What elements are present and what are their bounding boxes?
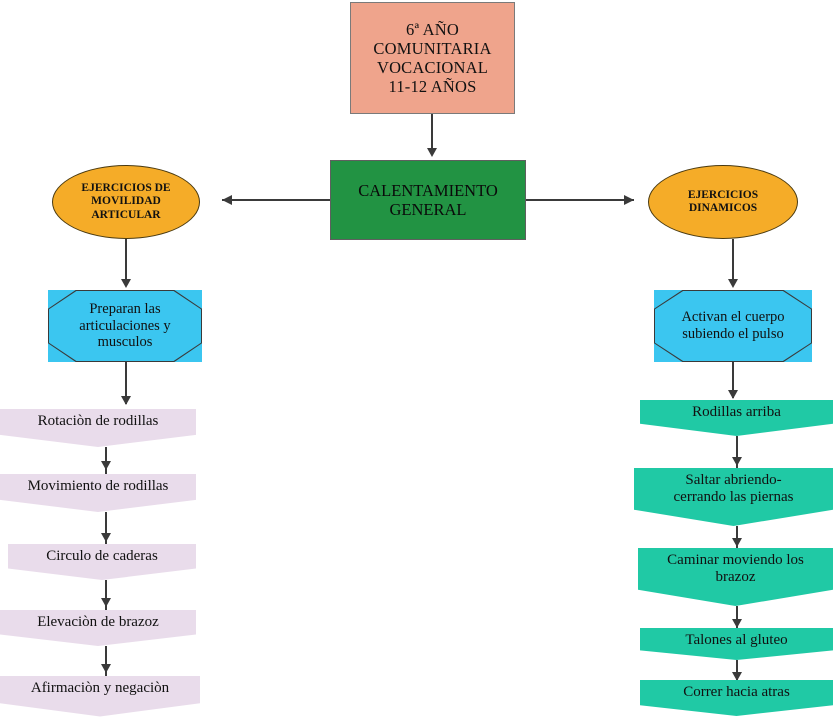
connector-left-step2-to-step3 [105,512,107,544]
arrowhead-title-to-center [427,148,437,157]
node-right-step-2: Saltar abriendo- cerrando las piernas [634,468,833,526]
shape-right-step-3 [638,548,833,606]
connector-left-ellipse-to-octagon [125,239,127,281]
node-grade-title: 6ª AÑO COMUNITARIA VOCACIONAL 11-12 AÑOS [350,2,515,114]
connector-right-step3-to-step4 [736,606,738,628]
node-right-step-4: Talones al gluteo [640,628,833,660]
shape-right-step-5 [640,680,833,716]
shape-right-step-1 [640,400,833,436]
shape-left-step-5 [0,676,200,717]
shape-left-step-4 [0,610,196,646]
shape-right-step-4 [640,628,833,660]
arrowhead-left-octagon-to-step1 [121,396,131,405]
node-calentamiento-general-label: CALENTAMIENTO GENERAL [358,180,498,219]
node-right-step-1: Rodillas arriba [640,400,833,436]
node-ejercicios-movilidad-articular: EJERCICIOS DE MOVILIDAD ARTICULAR [52,165,200,239]
arrowhead-right-step4-to-step5 [732,672,742,681]
shape-left-step-1 [0,409,196,447]
connector-right-ellipse-to-octagon [732,239,734,281]
connector-right-step4-to-step5 [736,660,738,680]
shape-right-step-2 [634,468,833,526]
connector-title-to-center [431,114,433,150]
node-right-step-3: Caminar moviendo los brazoz [638,548,833,606]
node-ejercicios-dinamicos-label: EJERCICIOS DINAMICOS [687,188,759,214]
node-preparan-articulaciones: Preparan las articulaciones y musculos [48,290,202,362]
arrowhead-left-step4-to-step5 [101,664,111,673]
arrowhead-right-octagon-to-step1 [728,390,738,399]
connector-left-step1-to-step2 [105,447,107,474]
arrowhead-center-to-left [222,195,232,205]
arrowhead-left-step2-to-step3 [101,533,111,542]
node-calentamiento-general: CALENTAMIENTO GENERAL [330,160,526,240]
arrowhead-right-step2-to-step3 [732,538,742,547]
node-left-step-1: Rotaciòn de rodillas [0,409,196,447]
connector-right-octagon-to-step1 [732,362,734,398]
connector-right-step1-to-step2 [736,436,738,468]
connector-left-step4-to-step5 [105,646,107,676]
node-activan-el-cuerpo-label: Activan el cuerpo subiendo el pulso [681,309,785,342]
node-left-step-3: Circulo de caderas [8,544,196,580]
node-left-step-2: Movimiento de rodillas [0,474,196,512]
connector-left-octagon-to-step1 [125,362,127,404]
arrowhead-left-ellipse-to-octagon [121,279,131,288]
node-ejercicios-dinamicos: EJERCICIOS DINAMICOS [648,165,798,239]
connector-right-step2-to-step3 [736,526,738,548]
arrowhead-right-ellipse-to-octagon [728,279,738,288]
shape-left-step-3 [8,544,196,580]
arrowhead-left-step1-to-step2 [101,461,111,470]
node-grade-title-label: 6ª AÑO COMUNITARIA VOCACIONAL 11-12 AÑOS [373,19,492,97]
shape-left-step-2 [0,474,196,512]
arrowhead-right-step3-to-step4 [732,619,742,628]
node-activan-el-cuerpo: Activan el cuerpo subiendo el pulso [654,290,812,362]
connector-center-to-right [526,199,634,201]
node-right-step-5: Correr hacia atras [640,680,833,716]
node-ejercicios-movilidad-articular-label: EJERCICIOS DE MOVILIDAD ARTICULAR [81,182,171,221]
arrowhead-right-step1-to-step2 [732,457,742,466]
node-left-step-4: Elevaciòn de brazoz [0,610,196,646]
node-preparan-articulaciones-label: Preparan las articulaciones y musculos [79,300,171,351]
connector-center-to-left [222,199,330,201]
arrowhead-center-to-right [624,195,634,205]
arrowhead-left-step3-to-step4 [101,598,111,607]
node-left-step-5: Afirmaciòn y negaciòn [0,676,200,720]
connector-left-step3-to-step4 [105,580,107,610]
